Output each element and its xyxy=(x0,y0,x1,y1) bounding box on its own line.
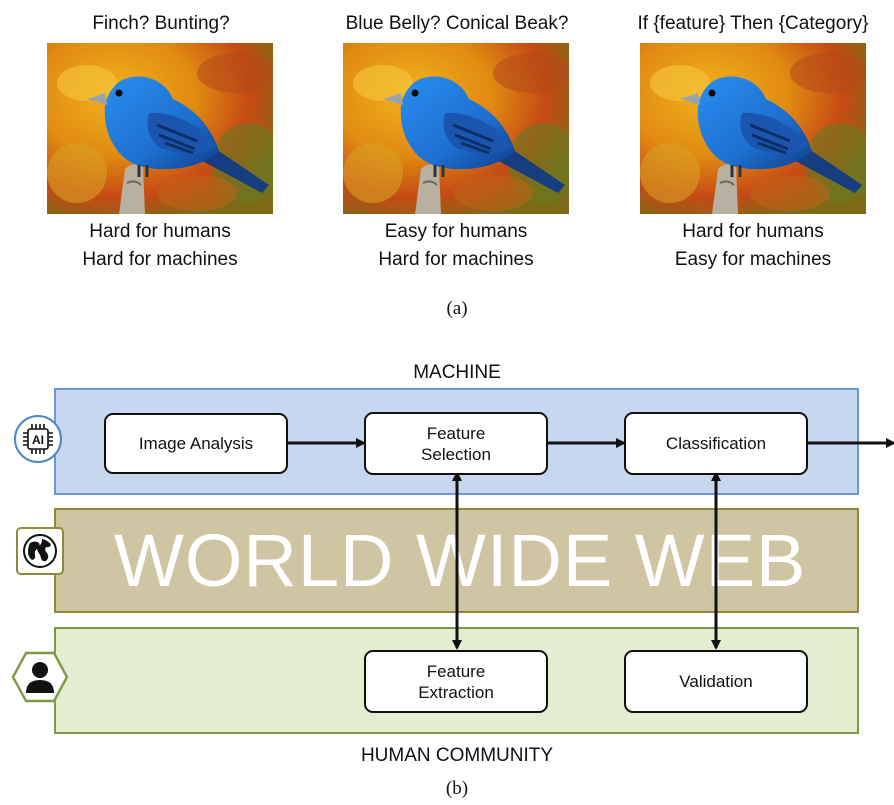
panel-2-question: Blue Belly? Conical Beak? xyxy=(345,13,569,34)
feature-selection-label-2: Selection xyxy=(421,444,491,464)
feature-extraction-label-1: Feature xyxy=(426,661,486,681)
panel-1-caption-line2: Hard for machines xyxy=(82,249,238,270)
validation-node: Validation xyxy=(624,650,808,713)
classification-label: Classification xyxy=(665,434,767,453)
person-icon xyxy=(11,651,69,703)
panel-1-caption: Hard for humans Hard for machines xyxy=(47,218,273,274)
panel-3-question: If {feature} Then {Category} xyxy=(637,13,869,34)
panel-2-caption: Easy for humans Hard for machines xyxy=(343,218,569,274)
ai-chip-icon: AI xyxy=(14,415,62,463)
feature-extraction-node: Feature Extraction xyxy=(364,650,548,713)
machine-title: MACHINE xyxy=(413,362,501,383)
panel-3-caption: Hard for humans Easy for machines xyxy=(640,218,866,274)
panel-1-caption-line1: Hard for humans xyxy=(89,221,231,242)
part-b-label: (b) xyxy=(445,778,469,799)
panel-1-question: Finch? Bunting? xyxy=(92,13,230,34)
image-analysis-node: Image Analysis xyxy=(104,413,288,474)
image-analysis-label: Image Analysis xyxy=(138,434,254,453)
globe-icon xyxy=(16,527,64,575)
validation-label: Validation xyxy=(679,672,753,691)
feature-extraction-label-2: Extraction xyxy=(418,682,494,702)
human-title: HUMAN COMMUNITY xyxy=(360,745,554,766)
feature-selection-label-1: Feature xyxy=(426,423,486,443)
feature-selection-node: Feature Selection xyxy=(364,412,548,475)
part-a-label: (a) xyxy=(446,298,468,319)
panel-3-caption-line2: Easy for machines xyxy=(674,249,832,270)
panel-2-caption-line1: Easy for humans xyxy=(384,221,528,242)
classification-node: Classification xyxy=(624,412,808,475)
panel-2-caption-line2: Hard for machines xyxy=(378,249,534,270)
ai-icon-text: AI xyxy=(32,433,44,447)
panel-3-caption-line1: Hard for humans xyxy=(682,221,824,242)
